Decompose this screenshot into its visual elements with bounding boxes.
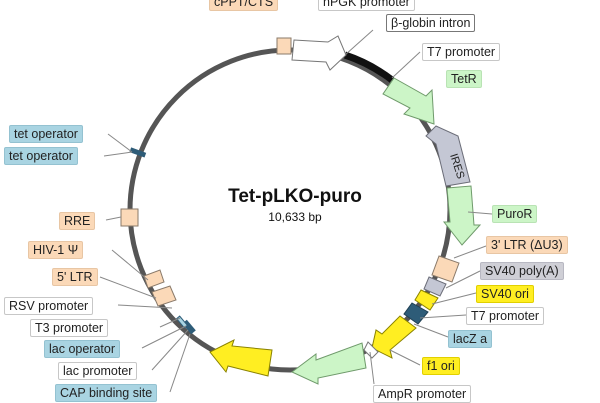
label-sv40-polya: SV40 poly(A) bbox=[480, 262, 564, 280]
label-t7-promoter-top: T7 promoter bbox=[422, 43, 501, 61]
label-lacz-a: lacZ a bbox=[448, 330, 493, 348]
label-puror: PuroR bbox=[492, 205, 538, 223]
label-rre: RRE bbox=[59, 212, 96, 230]
label-lac-promoter: lac promoter bbox=[58, 362, 138, 380]
label-beta-globin-intron: β-globin intron bbox=[386, 14, 476, 32]
label-5-ltr: 5' LTR bbox=[52, 268, 98, 286]
f1-ori-feature bbox=[371, 315, 417, 359]
label-ampr-promoter: AmpR promoter bbox=[373, 385, 472, 403]
label-sv40-ori: SV40 ori bbox=[476, 285, 534, 303]
label-tet-operator-1: tet operator bbox=[9, 125, 83, 143]
lacz-feature bbox=[403, 302, 429, 325]
puror-feature bbox=[442, 185, 482, 246]
label-rsv-promoter: RSV promoter bbox=[4, 297, 94, 315]
hiv-psi-feature bbox=[143, 269, 165, 289]
ampr-feature bbox=[291, 342, 367, 385]
label-t3-promoter: T3 promoter bbox=[30, 319, 109, 337]
label-cppt: cPPT/CTS bbox=[209, 0, 279, 11]
sv40-polya-feature bbox=[423, 276, 447, 297]
label-lac-operator: lac operator bbox=[44, 340, 121, 358]
ampr-promoter-feature bbox=[363, 341, 379, 359]
ltr5-feature bbox=[151, 285, 177, 307]
tetr-feature bbox=[382, 77, 435, 125]
label-hiv-1-psi: HIV-1 Ψ bbox=[28, 241, 84, 259]
plasmid-name: Tet-pLKO-puro bbox=[228, 186, 362, 207]
label-cap-binding-site: CAP binding site bbox=[55, 384, 158, 402]
label-tetr: TetR bbox=[446, 70, 482, 88]
plasmid-size: 10,633 bp bbox=[268, 210, 322, 224]
label-f1-ori: f1 ori bbox=[422, 357, 460, 375]
label-3-ltr: 3' LTR (ΔU3) bbox=[486, 236, 568, 254]
leader-lines bbox=[99, 29, 493, 393]
label-t7-promoter-bottom: T7 promoter bbox=[466, 307, 545, 325]
cppt-feature bbox=[276, 37, 292, 55]
hpgk-promoter-feature bbox=[291, 35, 347, 71]
tet-operator-mark bbox=[129, 147, 147, 158]
ires-feature bbox=[425, 125, 471, 187]
label-hpgk-promoter: hPGK promoter bbox=[318, 0, 415, 11]
beta-globin-intron-arc bbox=[343, 51, 395, 83]
label-tet-operator-2: tet operator bbox=[4, 147, 78, 165]
ltr3-feature bbox=[431, 255, 460, 283]
rre-feature bbox=[120, 208, 139, 227]
sv40-ori-feature bbox=[414, 289, 439, 311]
ori-feature bbox=[209, 339, 273, 377]
